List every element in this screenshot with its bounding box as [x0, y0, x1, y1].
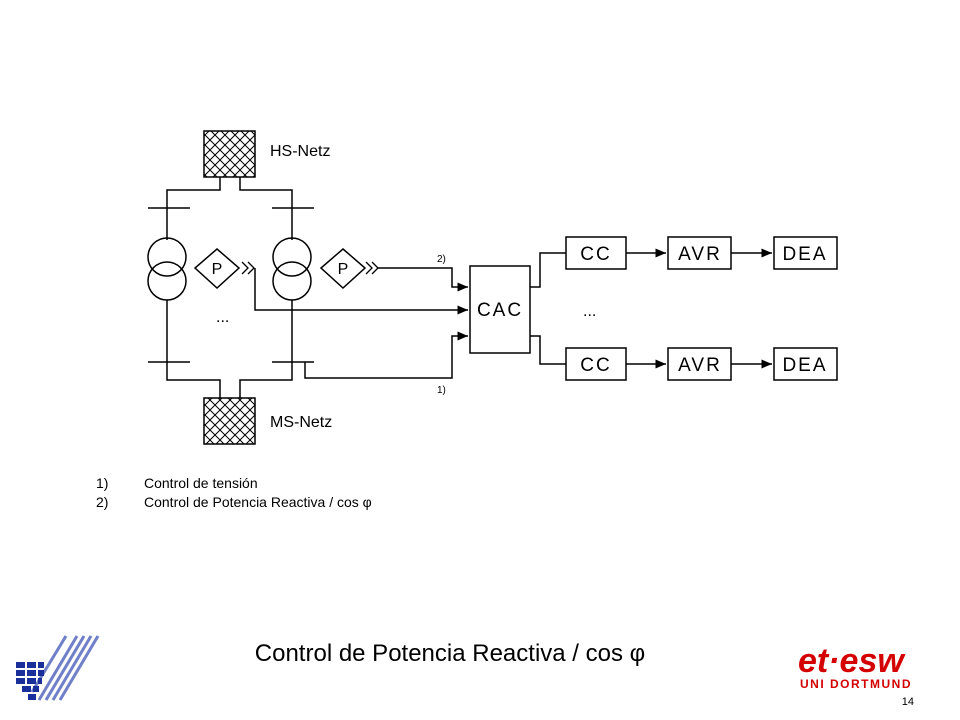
footnote-text: Control de Potencia Reactiva / cos φ: [144, 494, 372, 510]
dea-label-2: DEA: [782, 355, 827, 376]
footnote-1: 1) Control de tensión: [96, 474, 372, 493]
transformer-2: [272, 237, 312, 301]
slide-title: Control de Potencia Reactiva / cos φ: [254, 640, 646, 667]
p-controller-1: P: [193, 248, 241, 290]
ms-netz-label: MS-Netz: [270, 414, 332, 431]
dea-block-1: [773, 236, 838, 270]
footnote-number: 2): [96, 494, 109, 510]
p-label-1: P: [212, 261, 223, 278]
et-esw-logo: et·esw UNI DORTMUND: [798, 642, 912, 690]
upper-busbar: [148, 177, 314, 240]
transformer-1: [147, 237, 187, 301]
avr-label-1: AVR: [678, 244, 722, 265]
p-controller-2: P: [319, 248, 367, 290]
transformer-ellipsis: ...: [216, 309, 229, 326]
cc-label-1: CC: [580, 244, 611, 265]
controller-row-1: CC AVR DEA: [565, 236, 838, 270]
avr-label-2: AVR: [678, 355, 722, 376]
hs-netz-block: [203, 130, 256, 178]
cac-block: [469, 265, 531, 354]
marker-2: 2): [437, 254, 446, 265]
output-ellipsis: ...: [583, 303, 596, 320]
footnote-text: Control de tensión: [144, 475, 258, 491]
avr-block-1: [667, 236, 732, 270]
dea-label-1: DEA: [782, 244, 827, 265]
cac-label: CAC: [477, 300, 523, 321]
university-logo-icon: [16, 635, 100, 701]
p-label-2: P: [338, 261, 349, 278]
lower-busbar: [148, 300, 314, 398]
marker-1: 1): [437, 385, 446, 396]
footnotes: 1) Control de tensión 2) Control de Pote…: [96, 474, 372, 512]
signal-lines: [254, 267, 468, 379]
logo-text-top: et·esw: [798, 642, 906, 680]
cc-label-2: CC: [580, 355, 611, 376]
hs-netz-label: HS-Netz: [270, 143, 330, 160]
logo-text-bottom: UNI DORTMUND: [800, 677, 912, 690]
page-number: 14: [901, 696, 914, 708]
block-diagram: HS-Netz MS-Netz P P ...: [147, 130, 838, 445]
ms-netz-block: [203, 397, 256, 445]
footnote-number: 1): [96, 475, 109, 491]
dea-block-2: [773, 347, 838, 381]
branch-lines: [530, 252, 566, 365]
footnote-2: 2) Control de Potencia Reactiva / cos φ: [96, 493, 372, 512]
cc-block-2: [565, 347, 627, 381]
controller-row-2: CC AVR DEA: [565, 347, 838, 381]
cc-block-1: [565, 236, 627, 270]
